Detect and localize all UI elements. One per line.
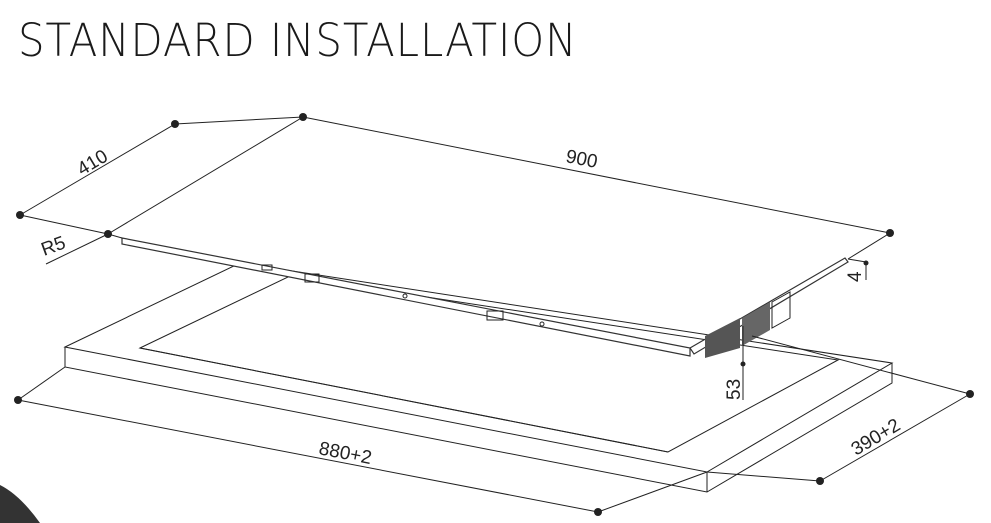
dim-410: 410 xyxy=(74,146,112,180)
dim-r5: R5 xyxy=(39,233,69,261)
countertop-cutout xyxy=(63,262,894,493)
dim-880: 880+2 xyxy=(317,438,373,469)
dimension-points xyxy=(14,113,974,516)
dim-4: 4 xyxy=(845,271,866,282)
dim-390: 390+2 xyxy=(848,415,905,460)
dimension-lines xyxy=(17,116,971,513)
dim-900: 900 xyxy=(564,146,599,173)
page-title: STANDARD INSTALLATION xyxy=(18,14,578,67)
hob xyxy=(121,237,849,358)
dim-53: 53 xyxy=(724,379,745,400)
corner-shadow xyxy=(0,485,40,523)
